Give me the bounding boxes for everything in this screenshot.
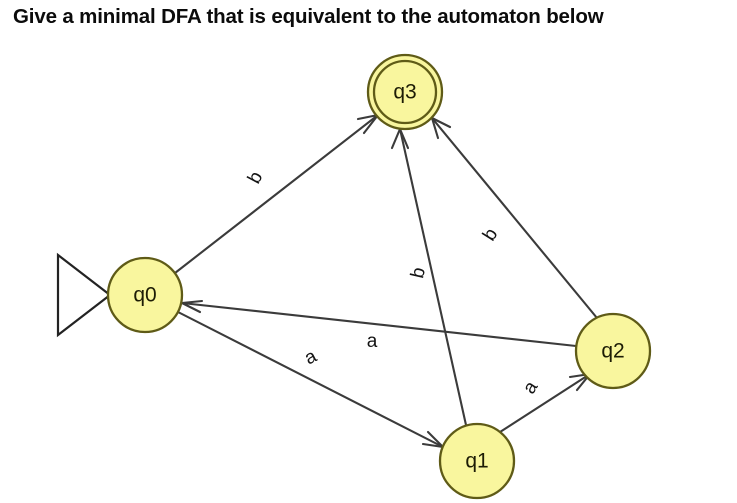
state-q1-circle: [438, 422, 516, 500]
edge-line-q0-q3: [173, 113, 380, 275]
edge-label-q0-q1: a: [301, 346, 320, 370]
state-q3-label: q3: [393, 81, 416, 104]
edge-label-q2-q3: b: [479, 225, 502, 245]
edge-q2-q3: b: [430, 116, 599, 320]
edge-q0-q3: b: [173, 113, 380, 275]
start-arrow-marker: [56, 252, 112, 338]
edge-label-q0-q3: b: [244, 168, 268, 187]
arrowhead-q2-q0: [180, 299, 204, 314]
state-q1[interactable]: q1: [438, 422, 516, 500]
state-q2-label: q2: [601, 340, 624, 363]
edge-label-q1-q2: a: [519, 377, 543, 397]
edge-line-q1-q2: [498, 372, 592, 434]
state-q1-label: q1: [465, 450, 488, 473]
edge-q1-q3: b: [390, 127, 468, 427]
state-q2-circle: [574, 312, 652, 390]
edge-q0-q1: a: [176, 310, 445, 449]
automaton-diagram: b a a b a b: [56, 53, 652, 500]
state-q0[interactable]: q0: [106, 256, 184, 334]
edge-line-q2-q3: [430, 116, 599, 320]
edge-line-q1-q3: [398, 127, 468, 427]
page-title: Give a minimal DFA that is equivalent to…: [13, 5, 604, 28]
arrowhead-q0-q3: [356, 113, 380, 135]
edge-q2-q0: a: [180, 299, 578, 352]
arrowhead-q2-q3: [430, 116, 452, 140]
state-q3[interactable]: q3: [366, 53, 444, 131]
state-q3-inner-circle: [372, 59, 438, 125]
arrowhead-q1-q3: [390, 127, 410, 150]
edge-label-q1-q3: b: [407, 265, 430, 280]
edge-line-q0-q1: [176, 310, 445, 449]
arrowhead-q0-q1: [421, 430, 445, 449]
edge-q1-q2: a: [498, 372, 592, 434]
state-q0-label: q0: [133, 284, 156, 307]
state-q2[interactable]: q2: [574, 312, 652, 390]
edge-line-q2-q0: [180, 301, 578, 348]
state-q0-circle: [106, 256, 184, 334]
edge-label-q2-q0: a: [367, 331, 378, 352]
